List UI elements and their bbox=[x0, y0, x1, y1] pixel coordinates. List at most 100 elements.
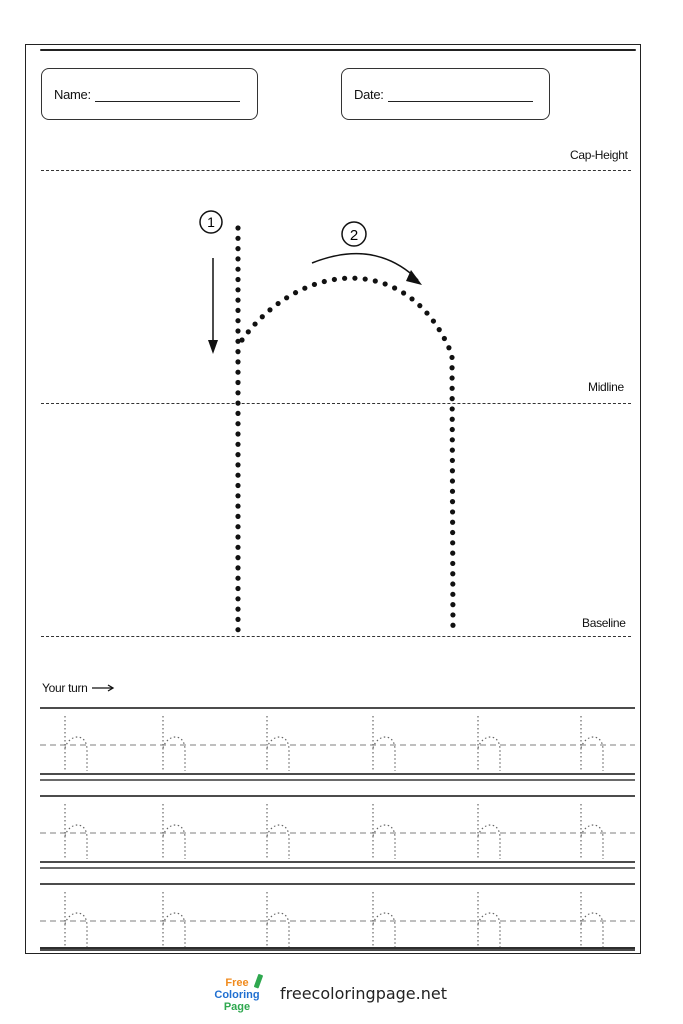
trace-dot bbox=[331, 276, 337, 283]
trace-dot bbox=[449, 396, 455, 402]
trace-dot bbox=[245, 329, 251, 335]
trace-dot bbox=[292, 290, 299, 296]
trace-dot bbox=[449, 437, 455, 443]
trace-dot bbox=[352, 275, 358, 281]
trace-letter-h bbox=[477, 804, 501, 859]
trace-dot bbox=[450, 560, 456, 567]
trace-dot bbox=[449, 416, 455, 422]
down-arrow-icon bbox=[208, 258, 218, 354]
trace-dot bbox=[267, 307, 273, 313]
trace-letter-h bbox=[477, 716, 501, 771]
name-input-line[interactable] bbox=[94, 87, 240, 102]
trace-dot bbox=[321, 278, 327, 285]
practice-row[interactable] bbox=[40, 707, 635, 781]
trace-dot bbox=[235, 328, 241, 334]
trace-letter-h bbox=[266, 892, 290, 947]
trace-dot bbox=[450, 550, 456, 556]
trace-letter-h bbox=[580, 892, 604, 947]
trace-dot bbox=[235, 627, 241, 633]
trace-dot bbox=[235, 544, 241, 550]
your-turn-text: Your turn bbox=[42, 681, 88, 695]
trace-letter-h bbox=[372, 716, 396, 771]
practice-row[interactable] bbox=[40, 883, 635, 951]
baseline-line bbox=[41, 636, 631, 637]
trace-dot bbox=[449, 385, 455, 391]
trace-dot bbox=[235, 575, 241, 581]
trace-letter-h bbox=[162, 804, 186, 859]
trace-dot bbox=[259, 314, 265, 320]
svg-text:Page: Page bbox=[224, 1001, 250, 1013]
big-letter-h-dotted bbox=[235, 225, 456, 633]
trace-letter-h bbox=[64, 716, 88, 771]
trace-dot bbox=[235, 565, 241, 571]
trace-dot bbox=[450, 602, 456, 608]
step-2-number: 2 bbox=[350, 227, 358, 244]
trace-dot bbox=[450, 612, 456, 618]
trace-dot bbox=[252, 321, 258, 327]
trace-dot bbox=[424, 310, 430, 316]
trace-dot bbox=[235, 349, 241, 355]
trace-dot bbox=[235, 534, 241, 540]
trace-letter-h bbox=[162, 716, 186, 771]
trace-dot bbox=[235, 307, 241, 313]
trace-letter-h bbox=[64, 804, 88, 859]
trace-dot bbox=[235, 338, 241, 344]
trace-dot bbox=[235, 410, 241, 416]
trace-dot bbox=[449, 354, 455, 361]
trace-dot bbox=[449, 426, 455, 433]
trace-dot bbox=[235, 400, 241, 406]
practice-row[interactable] bbox=[40, 795, 635, 869]
trace-dot bbox=[449, 365, 455, 371]
svg-text:Coloring: Coloring bbox=[214, 989, 259, 1001]
trace-dot bbox=[409, 296, 415, 302]
trace-dot bbox=[235, 287, 241, 293]
top-rule bbox=[40, 49, 636, 51]
trace-dot bbox=[235, 318, 241, 324]
trace-dot bbox=[450, 571, 456, 577]
trace-dot bbox=[235, 513, 241, 520]
trace-dot bbox=[392, 285, 398, 291]
site-url[interactable]: freecoloringpage.net bbox=[280, 984, 447, 1003]
trace-dot bbox=[450, 591, 456, 597]
trace-dot bbox=[235, 596, 241, 602]
trace-dot bbox=[235, 482, 241, 489]
trace-letter-h bbox=[372, 892, 396, 947]
worksheet-sheet: Name: Date: Cap-Height Midline Baseline … bbox=[25, 44, 641, 954]
trace-dot bbox=[235, 421, 241, 427]
trace-dot bbox=[235, 225, 241, 231]
practice-rows bbox=[40, 707, 635, 951]
trace-dot bbox=[302, 285, 308, 291]
trace-letter-h bbox=[580, 716, 604, 771]
trace-dot bbox=[275, 300, 281, 307]
trace-dot bbox=[235, 616, 241, 623]
trace-letter-h bbox=[372, 804, 396, 859]
trace-dot bbox=[235, 441, 241, 447]
trace-dot bbox=[235, 235, 241, 241]
trace-letter-h bbox=[580, 804, 604, 859]
step-2-marker: 2 bbox=[341, 221, 367, 247]
trace-letter-h bbox=[477, 892, 501, 947]
trace-dot bbox=[239, 337, 245, 343]
trace-dot bbox=[449, 509, 456, 515]
midline-line bbox=[41, 403, 631, 404]
trace-dot bbox=[235, 246, 241, 252]
trace-dot bbox=[235, 524, 241, 530]
trace-dot bbox=[235, 606, 241, 612]
date-input-line[interactable] bbox=[387, 87, 533, 102]
footer: Free Coloring Page freecoloringpage.net bbox=[0, 968, 683, 1018]
name-field[interactable]: Name: bbox=[41, 68, 258, 120]
trace-dot bbox=[235, 379, 241, 386]
trace-dot bbox=[450, 540, 456, 546]
trace-dot bbox=[449, 447, 455, 453]
trace-dot bbox=[235, 585, 241, 592]
trace-dot bbox=[235, 390, 241, 396]
trace-dot bbox=[449, 375, 455, 381]
your-turn-label: Your turn bbox=[42, 681, 116, 695]
date-field[interactable]: Date: bbox=[341, 68, 550, 120]
trace-dot bbox=[449, 468, 456, 474]
trace-dot bbox=[235, 359, 241, 365]
name-label: Name: bbox=[54, 86, 91, 102]
trace-dot bbox=[449, 478, 456, 484]
trace-dot bbox=[382, 281, 388, 287]
